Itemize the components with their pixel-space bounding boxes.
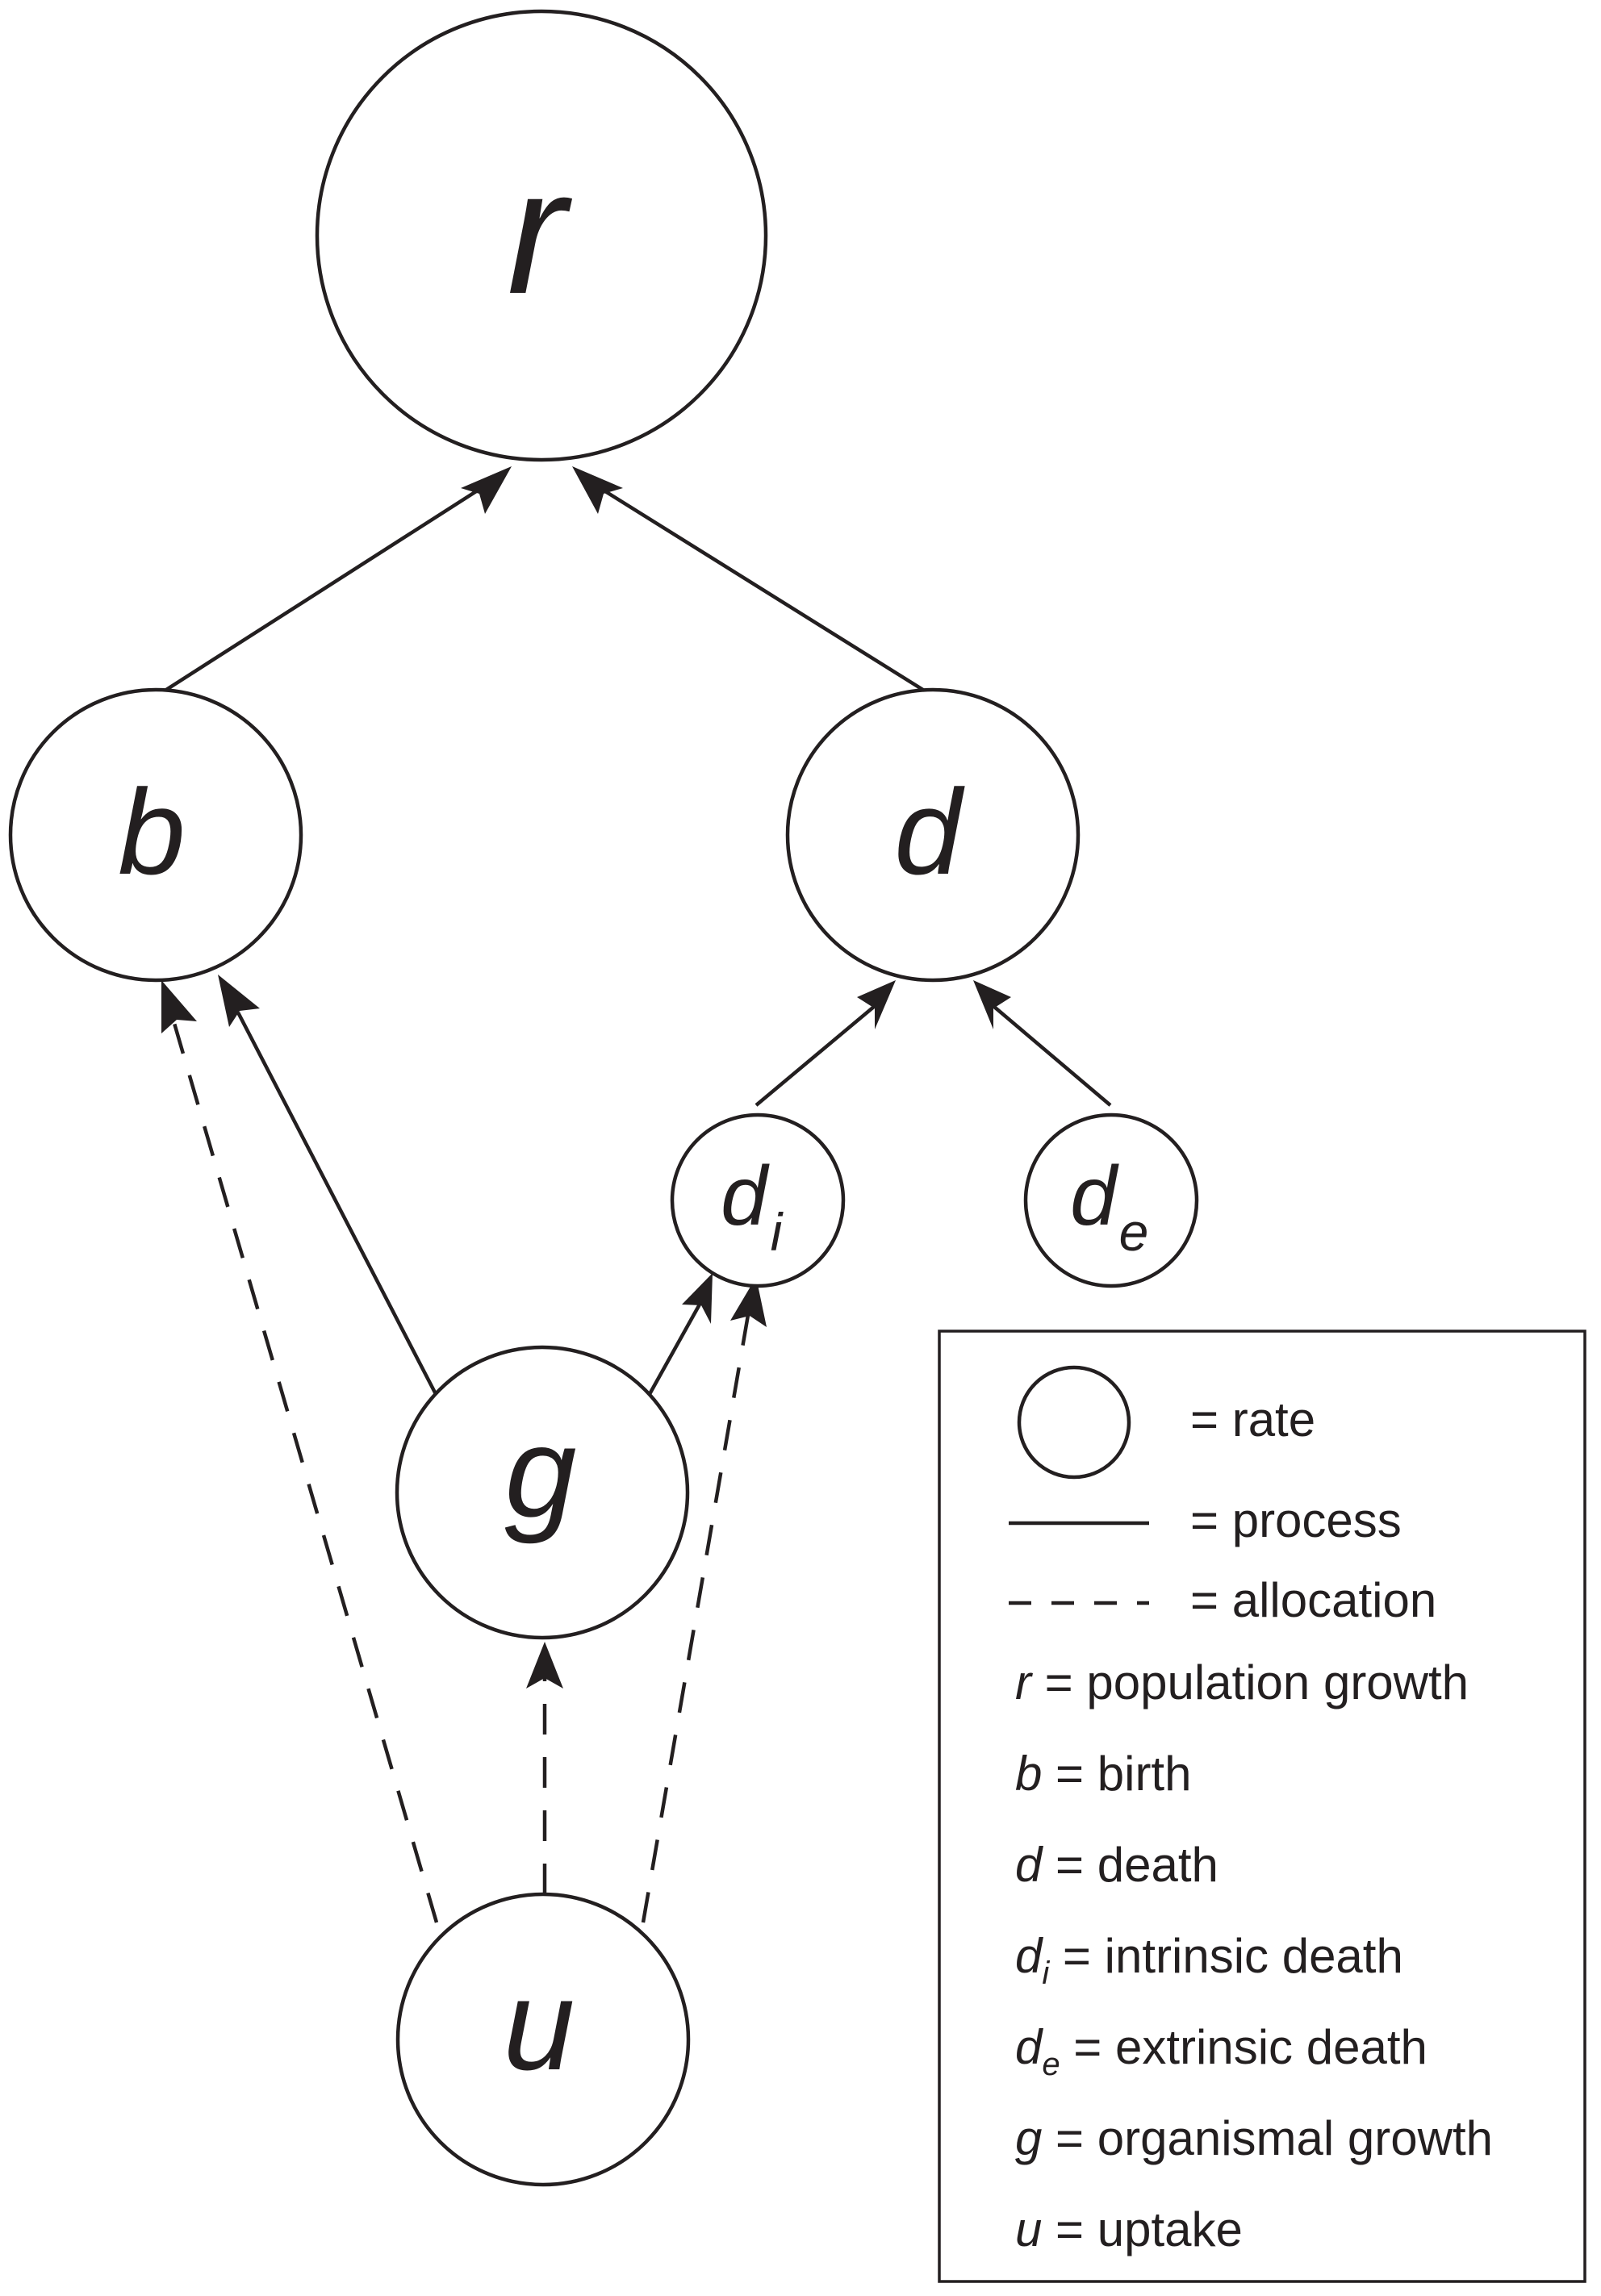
- edge-d-to-r: [597, 486, 934, 697]
- legend-rate-symbol: [1017, 1365, 1131, 1480]
- legend-definition-symbol: u: [1015, 2202, 1042, 2256]
- node-di-subscript: i: [771, 1202, 784, 1262]
- arrowhead-di-to-d: [857, 980, 896, 1029]
- legend-definition-text: = organismal growth: [1042, 2111, 1493, 2165]
- legend-definition-text: = birth: [1042, 1747, 1191, 1801]
- legend-definition-row: r = population growth: [1015, 1655, 1469, 1709]
- arrowhead-u-to-di: [730, 1277, 767, 1327]
- legend-definition-symbol: b: [1015, 1747, 1042, 1801]
- arrowhead-u-to-g: [526, 1642, 563, 1689]
- legend: = rate = process = allocation r = popula…: [938, 1330, 1586, 2283]
- arrowhead-g-to-b: [218, 975, 260, 1027]
- legend-definition-symbol: d: [1015, 1929, 1043, 1983]
- legend-definition-subscript: e: [1042, 2047, 1060, 2082]
- legend-definition-text: = intrinsic death: [1049, 1929, 1403, 1983]
- node-r-label: r: [507, 132, 572, 331]
- legend-rate-label: = rate: [1190, 1392, 1315, 1446]
- node-de: d e: [1023, 1113, 1199, 1288]
- legend-definition-symbol: d: [1015, 1838, 1043, 1892]
- legend-box: [938, 1330, 1586, 2283]
- legend-definition-text: = death: [1042, 1838, 1219, 1892]
- node-di: d i: [670, 1113, 846, 1288]
- arrowhead-de-to-d: [973, 980, 1011, 1029]
- legend-definition-row: b = birth: [1015, 1747, 1191, 1801]
- legend-definition-row: d = death: [1015, 1838, 1219, 1892]
- edge-de-to-d: [987, 1000, 1112, 1107]
- node-di-label: d: [721, 1150, 770, 1243]
- legend-allocation-label: = allocation: [1190, 1573, 1436, 1627]
- node-u-label: u: [504, 1952, 575, 2097]
- legend-definition-subscript: i: [1042, 1956, 1050, 1991]
- legend-definition-symbol: g: [1015, 2111, 1042, 2165]
- legend-definition-symbol: d: [1015, 2020, 1043, 2074]
- legend-definition-text: = extrinsic death: [1060, 2020, 1428, 2074]
- node-d-label: d: [894, 764, 965, 900]
- node-d: d: [785, 687, 1081, 983]
- edges: [156, 466, 1112, 1923]
- legend-definition-text: = population growth: [1031, 1655, 1469, 1709]
- node-g: g: [395, 1345, 690, 1640]
- arrowhead-d-to-r: [572, 466, 623, 514]
- legend-definition-row: g = organismal growth: [1015, 2111, 1493, 2165]
- node-r: r: [315, 9, 768, 462]
- legend-definition-text: = uptake: [1042, 2202, 1243, 2256]
- node-de-subscript: e: [1119, 1202, 1149, 1262]
- arrowhead-b-to-r: [461, 466, 512, 514]
- node-u: u: [395, 1892, 691, 2187]
- edge-b-to-r: [156, 486, 484, 697]
- node-de-label: d: [1070, 1150, 1119, 1243]
- legend-process-label: = process: [1190, 1493, 1402, 1547]
- legend-definition-row: u = uptake: [1015, 2202, 1243, 2256]
- edge-di-to-d: [755, 1000, 881, 1107]
- arrowhead-g-to-di: [682, 1273, 713, 1324]
- node-g-label: g: [505, 1400, 577, 1544]
- edge-g-to-b: [236, 1011, 437, 1396]
- legend-definition-row: di = intrinsic death: [1015, 1929, 1403, 1991]
- legend-definition-row: de = extrinsic death: [1015, 2020, 1428, 2082]
- arrowhead-u-to-b: [161, 980, 197, 1033]
- node-b: b: [8, 687, 303, 983]
- node-b-label: b: [118, 764, 185, 900]
- edge-g-to-di: [648, 1301, 702, 1396]
- legend-definition-symbol: r: [1015, 1655, 1033, 1709]
